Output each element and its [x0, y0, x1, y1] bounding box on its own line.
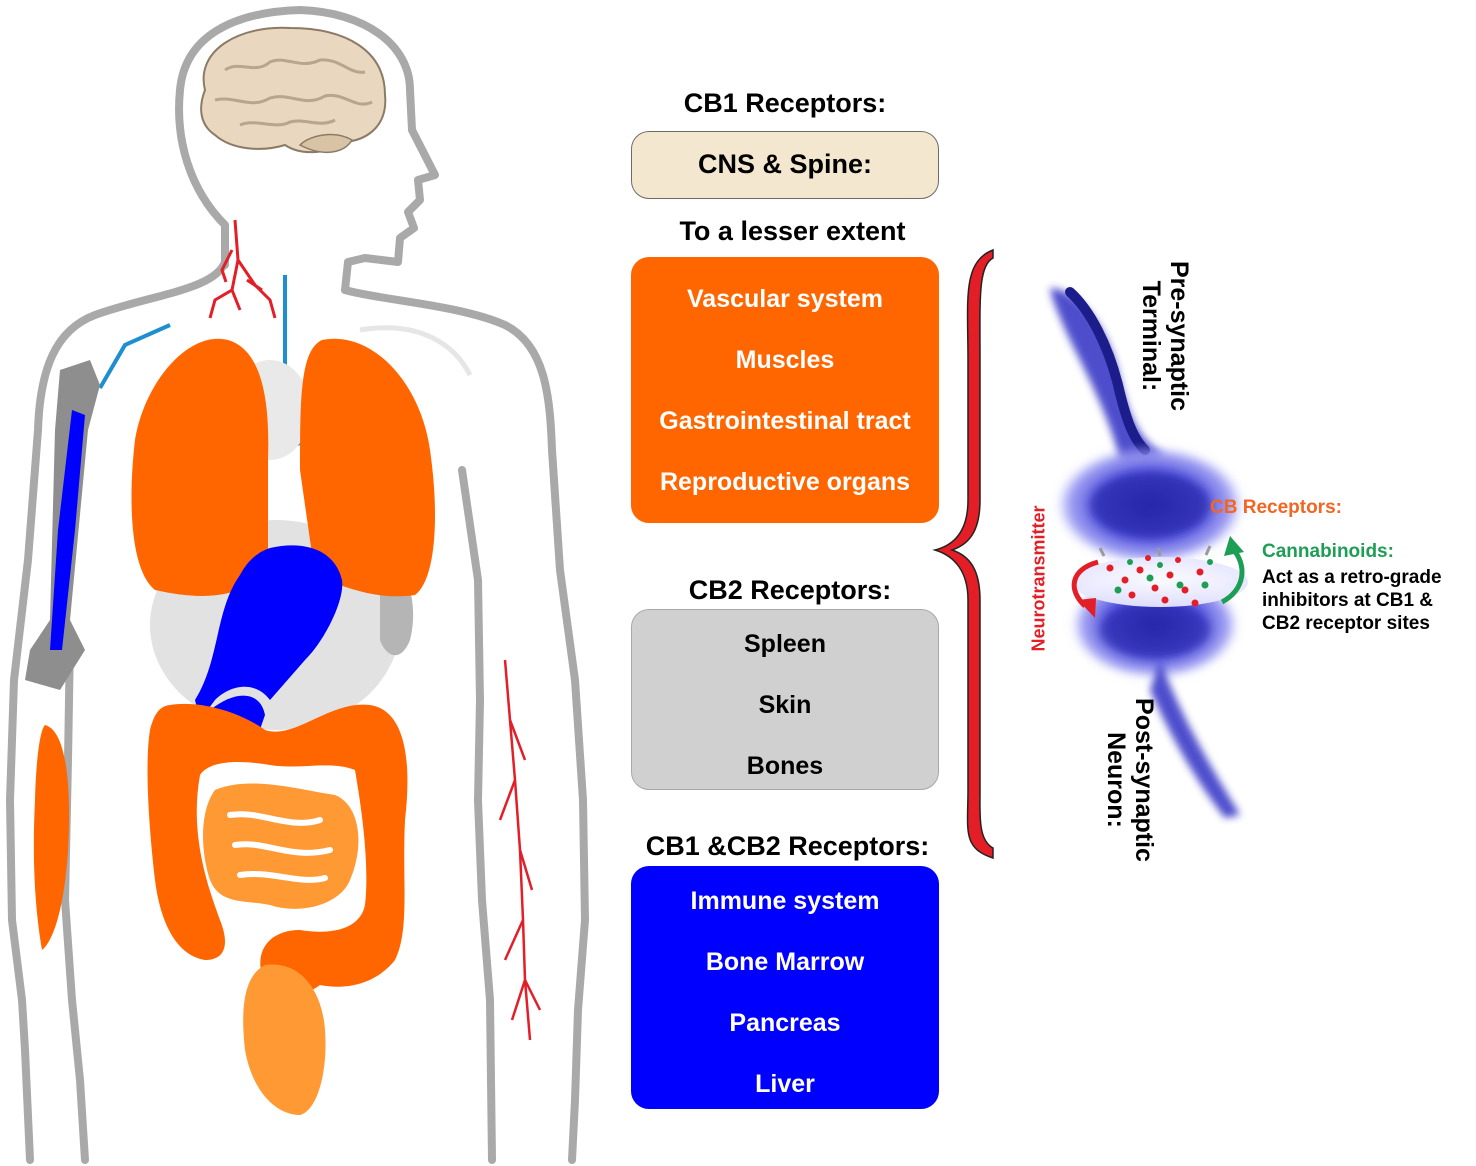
cb-receptors-label: CB Receptors:	[1210, 497, 1342, 518]
cns-spine-box: CNS & Spine:	[631, 131, 939, 199]
cb1-lesser-box: Vascular system Muscles Gastrointestinal…	[631, 257, 939, 523]
presynaptic-axon-core	[1065, 287, 1150, 455]
cb1-lesser-item: Vascular system	[687, 285, 883, 313]
cb1-cb2-item: Liver	[755, 1070, 815, 1098]
cannabinoid-dots	[1114, 559, 1213, 594]
postsynaptic-label-line1: Post-synaptic	[1130, 698, 1158, 862]
cb1-cb2-item: Bone Marrow	[705, 948, 865, 976]
cb1-heading: CB1 Receptors:	[683, 88, 887, 118]
arm-vein-blue	[50, 410, 85, 650]
cb2-box: Spleen Skin Bones	[631, 609, 939, 790]
neurotransmitter-dots	[1106, 555, 1204, 607]
large-intestine	[147, 703, 408, 996]
presynaptic-label: Pre-synaptic Terminal:	[1137, 236, 1193, 436]
postsynaptic-label-line2: Neuron:	[1102, 732, 1130, 828]
forearm-muscle	[33, 725, 70, 950]
cb1-cb2-box: Immune system Bone Marrow Pancreas Liver	[631, 866, 939, 1109]
cb-receptor-marks	[1098, 545, 1212, 557]
cb1-lesser-item: Reproductive organs	[659, 468, 911, 496]
body-outline	[6, 6, 589, 1164]
body-anatomy-illustration	[6, 6, 589, 1164]
rectum-organ	[243, 964, 326, 1115]
cb1-cb2-item: Pancreas	[729, 1009, 841, 1037]
cannabinoids-desc-line: inhibitors at CB1 &	[1262, 590, 1434, 611]
cb1-lesser-item: Gastrointestinal tract	[659, 407, 911, 435]
vessel-red-neck	[208, 219, 277, 319]
shoulder-outline-right	[359, 325, 473, 377]
lesser-extent-heading: To a lesser extent	[679, 216, 906, 246]
cannabinoids-desc-line: Act as a retro-grade	[1262, 567, 1442, 588]
postsynaptic-axon	[1150, 660, 1240, 818]
cb2-heading: CB2 Receptors:	[688, 575, 892, 605]
lung-right	[300, 338, 435, 597]
presynaptic-label-line2: Terminal:	[1137, 280, 1165, 392]
cns-spine-label: CNS & Spine:	[697, 149, 872, 179]
curly-brace	[932, 248, 994, 860]
cannabinoids-label: Cannabinoids:	[1262, 541, 1394, 562]
small-intestine-loops	[227, 811, 333, 883]
postsynaptic-label: Post-synaptic Neuron:	[1102, 680, 1158, 880]
lung-left	[131, 338, 269, 596]
cb1-lesser-item: Muscles	[735, 346, 835, 374]
brain-illustration	[200, 26, 387, 154]
liver-organ	[195, 545, 343, 720]
neurotransmitter-label: Neurotransmitter	[1028, 505, 1049, 652]
synaptic-cleft	[1072, 557, 1248, 607]
cb1-cb2-item: Immune system	[690, 887, 880, 915]
vessel-red-arm	[498, 659, 542, 1041]
cb2-item: Spleen	[744, 630, 826, 658]
cannabinoids-description: Act as a retro-grade inhibitors at CB1 &…	[1262, 566, 1442, 635]
presynaptic-axon	[1050, 288, 1165, 460]
presynaptic-label-line1: Pre-synaptic	[1165, 260, 1193, 412]
cb2-item: Skin	[758, 691, 812, 719]
cb1-cb2-heading: CB1 &CB2 Receptors:	[645, 831, 930, 861]
cannabinoids-desc-line: CB2 receptor sites	[1262, 613, 1430, 634]
cb2-item: Bones	[746, 752, 824, 780]
